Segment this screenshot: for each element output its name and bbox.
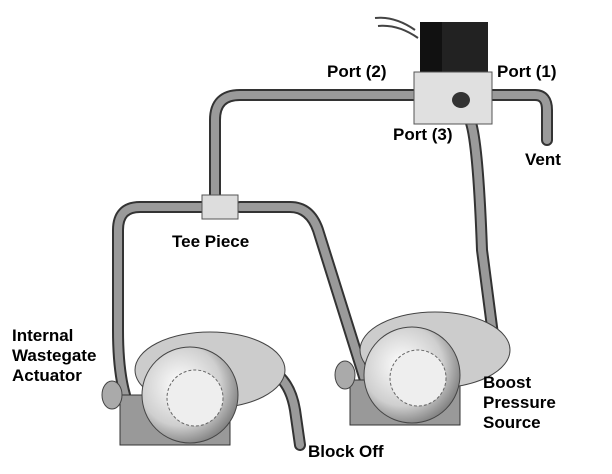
label-tee-piece: Tee Piece bbox=[172, 232, 250, 251]
tee-piece bbox=[201, 194, 239, 220]
label-port-3: Port (3) bbox=[393, 125, 453, 144]
label-line: Wastegate bbox=[12, 346, 97, 365]
label-line: Actuator bbox=[12, 366, 82, 385]
solenoid-valve bbox=[374, 16, 493, 125]
label-port-1: Port (1) bbox=[497, 62, 557, 81]
label-port-2: Port (2) bbox=[327, 62, 387, 81]
label-line: Boost bbox=[483, 373, 532, 392]
label-line: Pressure bbox=[483, 393, 556, 412]
label-boost-source: Boost Pressure Source bbox=[483, 373, 556, 433]
label-line: Internal bbox=[12, 326, 74, 345]
turbo-right bbox=[334, 311, 511, 426]
turbo-left bbox=[101, 331, 286, 446]
label-block-off: Block Off bbox=[308, 442, 384, 461]
label-vent: Vent bbox=[525, 150, 561, 169]
label-wastegate: Internal Wastegate Actuator bbox=[12, 326, 96, 386]
label-line: Source bbox=[483, 413, 541, 432]
